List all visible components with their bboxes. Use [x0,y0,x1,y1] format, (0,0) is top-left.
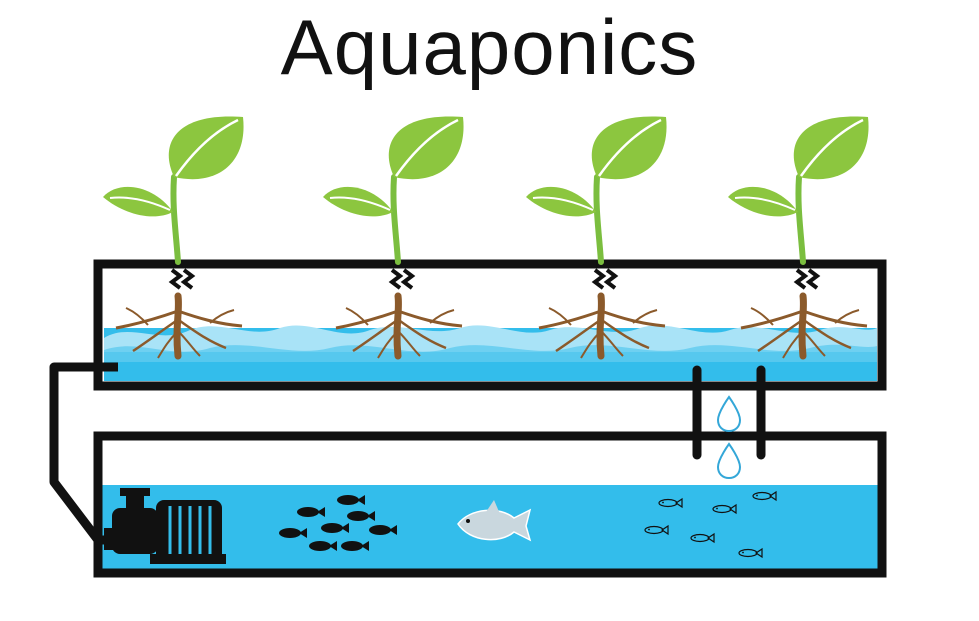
fish-icon [457,500,532,542]
pump-icon [104,488,226,564]
water-drop-icon [716,395,742,433]
grow-bed-frame [93,259,887,391]
water-drop-icon [716,442,742,480]
diagram-title: Aquaponics [280,3,699,91]
drain-pipe [692,365,766,480]
grow-bed-waves [104,325,877,352]
return-pipe [49,362,118,545]
grow-bed [93,259,887,391]
fish-tank-frame [93,431,887,578]
